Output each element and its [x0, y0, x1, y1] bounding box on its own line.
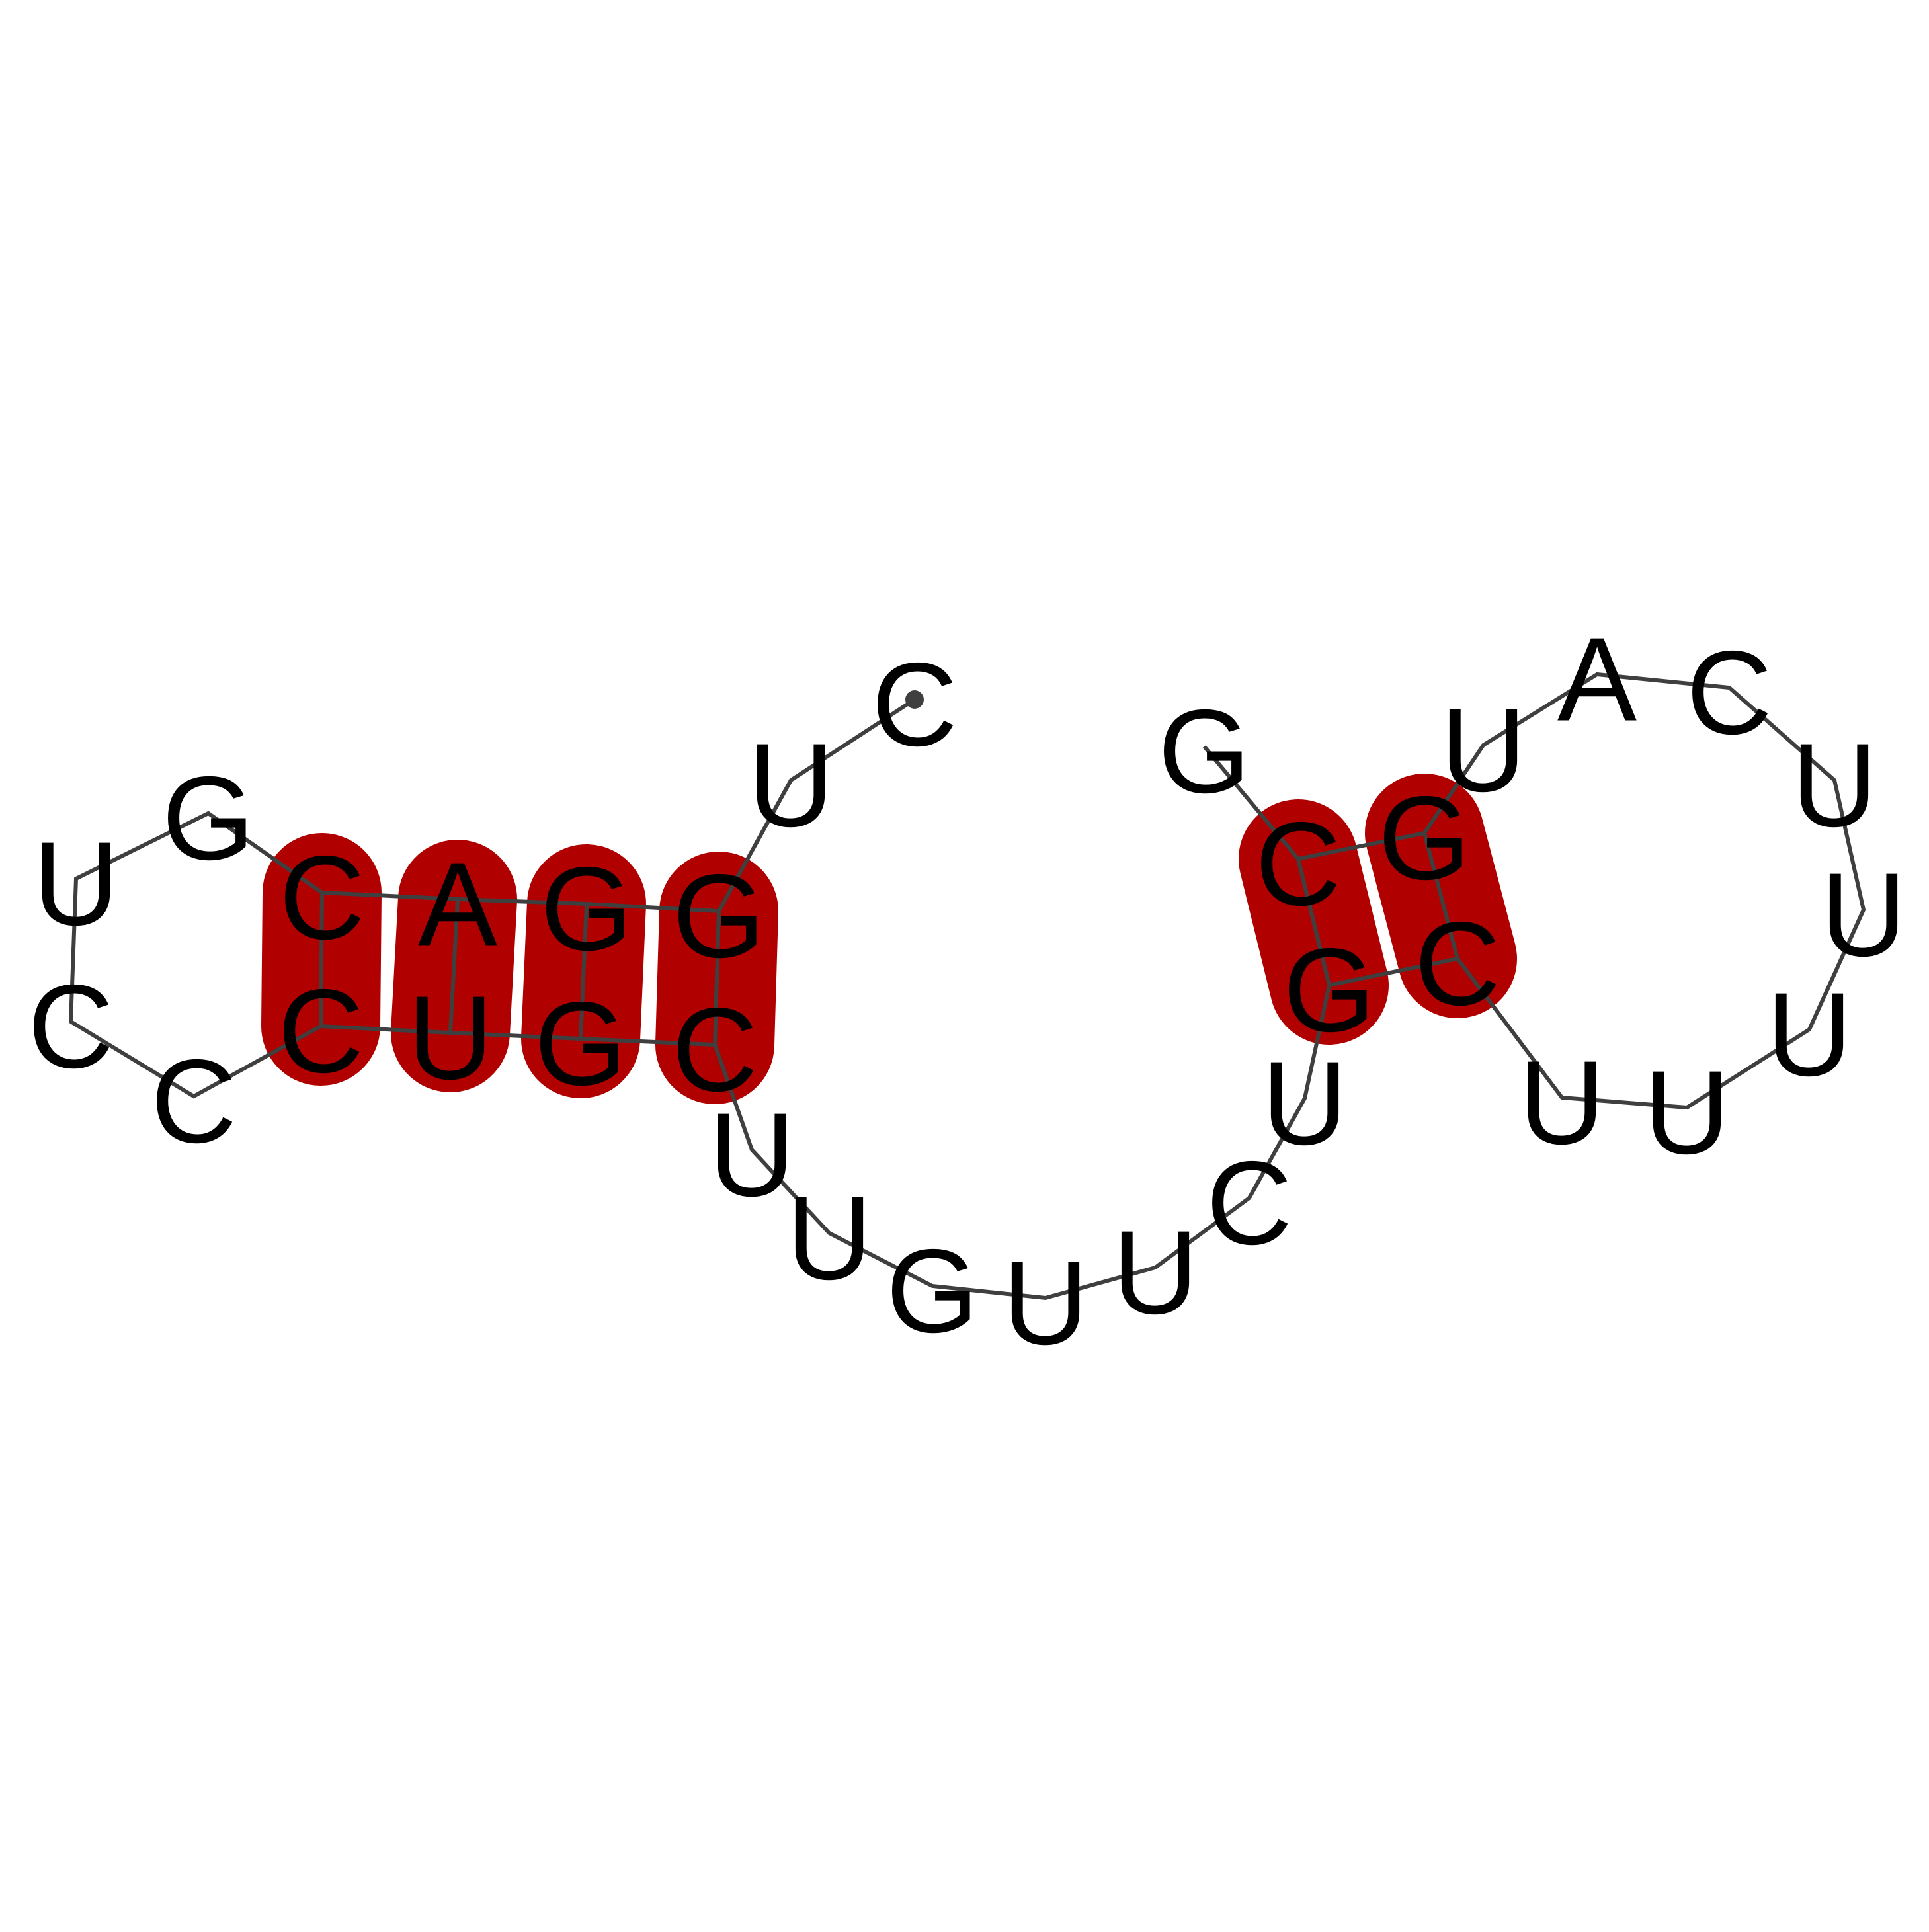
nucleotide-26: U: [1440, 684, 1526, 817]
nucleotide-32: U: [1644, 1047, 1730, 1180]
nucleotide-18: U: [1003, 1237, 1088, 1370]
base-pair-bond-2: [448, 899, 460, 1033]
base-pair-bond-1: [319, 892, 324, 1027]
backbone-strand-2: [1297, 672, 1866, 1110]
nucleotide-9: C: [28, 961, 114, 1094]
nucleotide-31: U: [1766, 969, 1852, 1102]
nucleotide-17: G: [886, 1225, 979, 1358]
nucleotide-13: G: [534, 978, 627, 1111]
base-pair-bond-4: [713, 910, 721, 1045]
nucleotide-22: G: [1283, 924, 1375, 1057]
nucleotide-20: C: [1206, 1137, 1292, 1270]
base-pair-bonds: [319, 832, 1459, 1045]
base-pair-bond-6: [1422, 832, 1459, 959]
base-pair-bond-3: [579, 903, 589, 1039]
nucleotide-4: G: [540, 843, 633, 976]
nucleotide-21: U: [1262, 1037, 1348, 1170]
nucleotide-28: C: [1686, 627, 1772, 760]
backbone-strand-1: [68, 698, 1332, 1301]
nucleotide-12: U: [407, 972, 493, 1105]
nucleotide-24: G: [1158, 686, 1251, 819]
nucleotide-30: U: [1821, 849, 1907, 982]
nucleotide-16: U: [786, 1172, 872, 1305]
nucleotide-14: C: [672, 984, 758, 1117]
nucleotide-8: U: [33, 818, 119, 951]
nucleotide-7: G: [162, 752, 255, 885]
nucleotide-3: G: [673, 850, 765, 983]
nucleotide-11: C: [278, 965, 364, 1098]
nucleotide-1: C: [872, 639, 958, 772]
nucleotide-2: U: [748, 719, 834, 852]
nucleotide-34: C: [1415, 898, 1500, 1031]
base-pair-bond-5: [1296, 858, 1331, 986]
nucleotide-23: C: [1255, 798, 1341, 931]
nucleotide-27: A: [1557, 614, 1637, 746]
nucleotide-25: G: [1378, 772, 1471, 905]
nucleotide-29: U: [1791, 719, 1877, 852]
five-prime-start-dot: [905, 690, 924, 709]
nucleotide-19: U: [1112, 1207, 1198, 1340]
backbone-layer: [68, 672, 1866, 1301]
nucleotide-33: U: [1519, 1037, 1605, 1170]
nucleotide-5: A: [418, 838, 497, 971]
nucleotide-10: C: [151, 1035, 237, 1168]
nucleotide-6: C: [279, 832, 365, 965]
nucleotide-15: U: [709, 1089, 795, 1222]
